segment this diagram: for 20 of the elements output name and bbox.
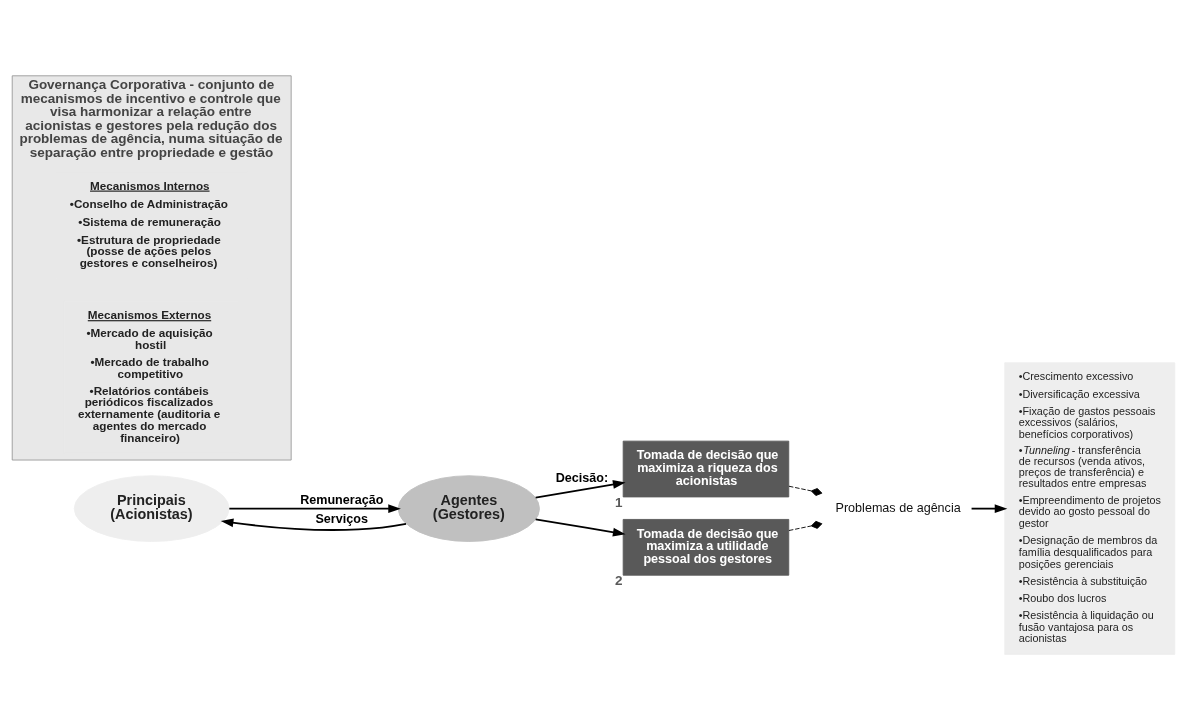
connector [788, 485, 823, 496]
edge-label: Serviços [315, 511, 368, 526]
node-box: Tomada de decisão que maximiza a utilidade pessoal dos gestores [622, 518, 790, 576]
node-label: 2 [615, 572, 623, 588]
edge-label: Decisão: [555, 470, 609, 485]
node-text: Mecanismos Internos •Conselho de Administração •Sistema de remuneração •Estrutura de propriedade (posse de ações pelos gestores e conselheiros) [69, 178, 229, 269]
arrow [220, 517, 407, 531]
edge-label: Remuneração [300, 492, 384, 507]
node-box: •Crescimento excessivo •Diversificação excessiva •Fixação de gastos pessoais excessivos (salários, benefícios corporativos) •Tunneling - transferência de recursos (venda ativos, preços de transferência) e resultados entre empresas •Empreendimento de projetos devido ao gosto pessoal do gestor •Designação de membros da família desqualificados para posições gerenciais •Resistência à substituição •Roubo dos lucros •Resistência à liquidação ou fusão vantajosa para os acionistas [1004, 361, 1176, 655]
arrow [534, 479, 626, 498]
node-ellipse: Agentes (Gestores) [397, 474, 540, 542]
node-ellipse: Principais (Acionistas) [73, 474, 230, 542]
node-label: 1 [615, 494, 623, 510]
node-text: Problemas de agência [835, 500, 961, 515]
arrow [228, 503, 401, 513]
node-box: Tomada de decisão que maximiza a riqueza dos acionistas [622, 440, 790, 497]
connector [788, 520, 823, 531]
arrow [534, 518, 626, 537]
arrow [970, 503, 1008, 513]
node-text: Mecanismos Externos •Mercado de aquisição hostil •Mercado de trabalho competitivo •Relatórios contábeis periódicos fiscalizados externamente (auditoria e agentes do mercado financeiro) [77, 307, 221, 443]
